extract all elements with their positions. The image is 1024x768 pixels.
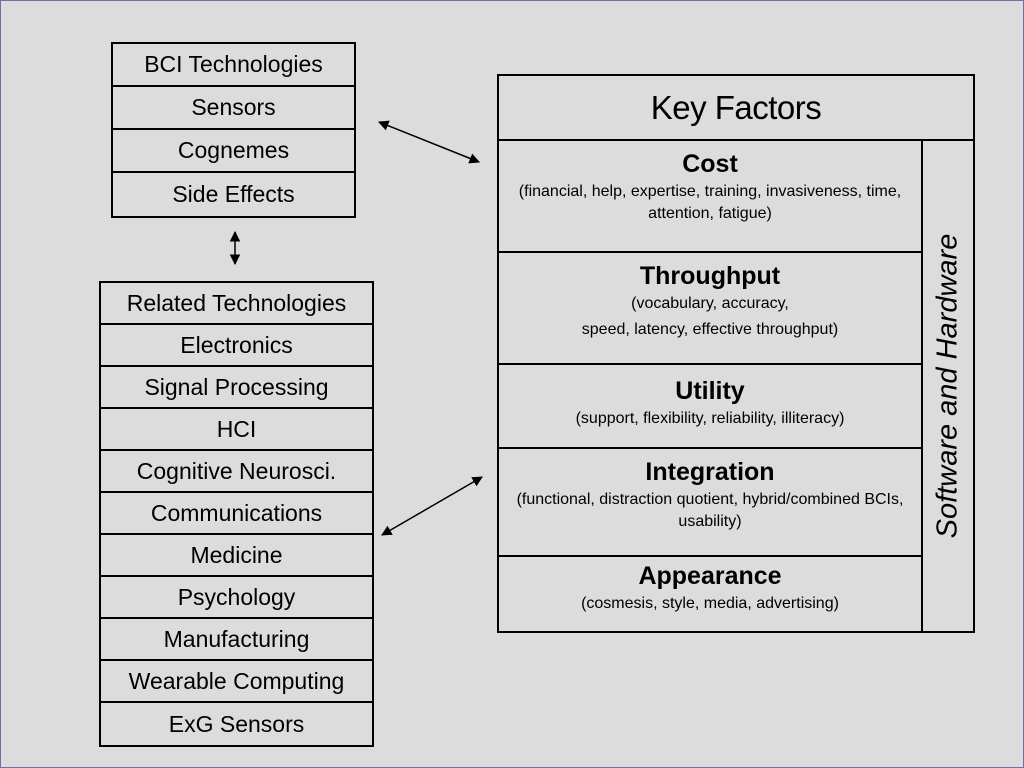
related-technologies-table: Related Technologies Electronics Signal … bbox=[99, 281, 374, 747]
related-item-communications: Communications bbox=[101, 493, 372, 535]
bci-item-sensors: Sensors bbox=[113, 87, 354, 130]
related-item-manufacturing: Manufacturing bbox=[101, 619, 372, 661]
bci-item-side-effects: Side Effects bbox=[172, 181, 295, 207]
factor-integration: Integration (functional, distraction quo… bbox=[499, 449, 921, 557]
related-item-signal-processing: Signal Processing bbox=[101, 367, 372, 409]
factor-name: Cost bbox=[682, 150, 738, 178]
key-factors-table: Key Factors Cost (financial, help, exper… bbox=[497, 74, 975, 633]
bci-technologies-header: BCI Technologies bbox=[113, 44, 354, 87]
factor-details-line-2: speed, latency, effective throughput) bbox=[581, 321, 839, 338]
bci-item-cognemes: Cognemes bbox=[113, 130, 354, 173]
related-item-exg-sensors: ExG Sensors bbox=[168, 710, 305, 737]
bci-technologies-table: BCI Technologies Sensors Cognemes Side E… bbox=[111, 42, 356, 218]
arrow-bci-to-key-factors bbox=[378, 120, 480, 164]
factor-details: (cosmesis, style, media, advertising) bbox=[581, 595, 839, 612]
factor-appearance: Appearance (cosmesis, style, media, adve… bbox=[499, 557, 921, 631]
key-factors-title: Key Factors bbox=[499, 76, 973, 141]
factor-name: Throughput bbox=[639, 262, 781, 290]
factor-name: Integration bbox=[645, 458, 775, 486]
related-item-hci: HCI bbox=[101, 409, 372, 451]
factor-name: Utility bbox=[675, 377, 745, 405]
factor-utility: Utility (support, flexibility, reliabili… bbox=[499, 365, 921, 449]
factor-throughput: Throughput (vocabulary, accuracy, speed,… bbox=[499, 253, 921, 365]
arrow-related-to-key-factors bbox=[381, 476, 483, 536]
factor-details: (vocabulary, accuracy, bbox=[631, 295, 789, 312]
factor-details: (financial, help, expertise, training, i… bbox=[518, 183, 902, 222]
factor-details: (support, flexibility, reliability, illi… bbox=[575, 410, 845, 427]
related-technologies-header: Related Technologies bbox=[101, 283, 372, 325]
factor-name: Appearance bbox=[638, 562, 782, 590]
key-factors-rows: Cost (financial, help, expertise, traini… bbox=[499, 141, 923, 631]
factor-details: (functional, distraction quotient, hybri… bbox=[516, 491, 904, 530]
related-item-psychology: Psychology bbox=[101, 577, 372, 619]
related-item-medicine: Medicine bbox=[101, 535, 372, 577]
related-item-cognitive-neurosci: Cognitive Neurosci. bbox=[101, 451, 372, 493]
factor-cost: Cost (financial, help, expertise, traini… bbox=[499, 141, 921, 253]
related-item-wearable-computing: Wearable Computing bbox=[101, 661, 372, 703]
related-item-electronics: Electronics bbox=[101, 325, 372, 367]
